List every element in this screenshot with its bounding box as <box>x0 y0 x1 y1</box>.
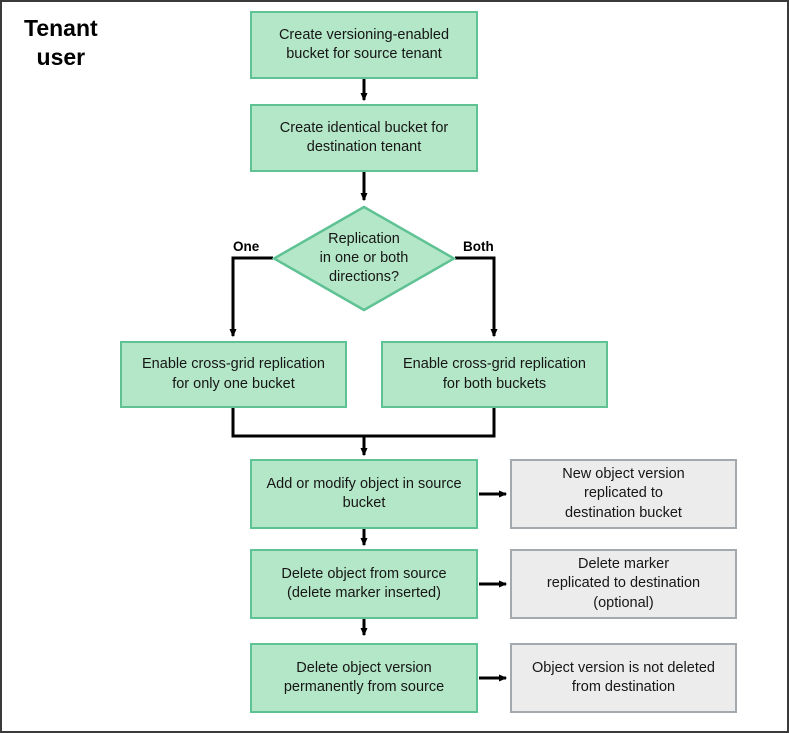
node-delete-object-from-source-label: Delete object from source (delete marker… <box>281 565 447 601</box>
decision-label: Replication in one or both directions? <box>319 230 409 286</box>
node-create-destination-bucket[interactable]: Create identical bucket for destination … <box>250 104 478 172</box>
node-enable-both-buckets-label: Enable cross-grid replication for both b… <box>403 356 586 392</box>
node-delete-object-from-source[interactable]: Delete object from source (delete marker… <box>250 549 478 619</box>
decision-node-replication-direction: Replication in one or both directions? <box>271 205 457 312</box>
diamond-shape <box>271 205 457 312</box>
node-enable-one-bucket[interactable]: Enable cross-grid replication for only o… <box>120 341 347 408</box>
node-add-or-modify-object-label: Add or modify object in source bucket <box>266 475 462 511</box>
edge-label-both: Both <box>463 239 494 254</box>
node-enable-one-bucket-label: Enable cross-grid replication for only o… <box>142 356 325 392</box>
node-result-version-not-deleted[interactable]: Object version is not deleted from desti… <box>510 643 737 713</box>
node-delete-object-version-label: Delete object version permanently from s… <box>283 659 445 695</box>
node-result-delete-marker[interactable]: Delete marker replicated to destination … <box>510 549 737 619</box>
node-result-new-object-version-label: New object version replicated to destina… <box>562 466 685 521</box>
node-create-source-bucket-label: Create versioning-enabled bucket for sou… <box>278 26 450 62</box>
node-create-source-bucket[interactable]: Create versioning-enabled bucket for sou… <box>250 11 478 79</box>
connector-merge-bar <box>231 408 496 438</box>
page-title: Tenant user <box>24 15 98 70</box>
node-result-delete-marker-label: Delete marker replicated to destination … <box>546 556 701 611</box>
connector-decision-both <box>455 256 498 338</box>
connector-decision-one <box>229 256 273 338</box>
node-create-destination-bucket-label: Create identical bucket for destination … <box>279 119 449 155</box>
node-add-or-modify-object[interactable]: Add or modify object in source bucket <box>250 459 478 529</box>
edge-label-one: One <box>233 239 260 254</box>
node-result-new-object-version[interactable]: New object version replicated to destina… <box>510 459 737 529</box>
node-enable-both-buckets[interactable]: Enable cross-grid replication for both b… <box>381 341 608 408</box>
node-result-version-not-deleted-label: Object version is not deleted from desti… <box>532 659 715 695</box>
node-delete-object-version[interactable]: Delete object version permanently from s… <box>250 643 478 713</box>
